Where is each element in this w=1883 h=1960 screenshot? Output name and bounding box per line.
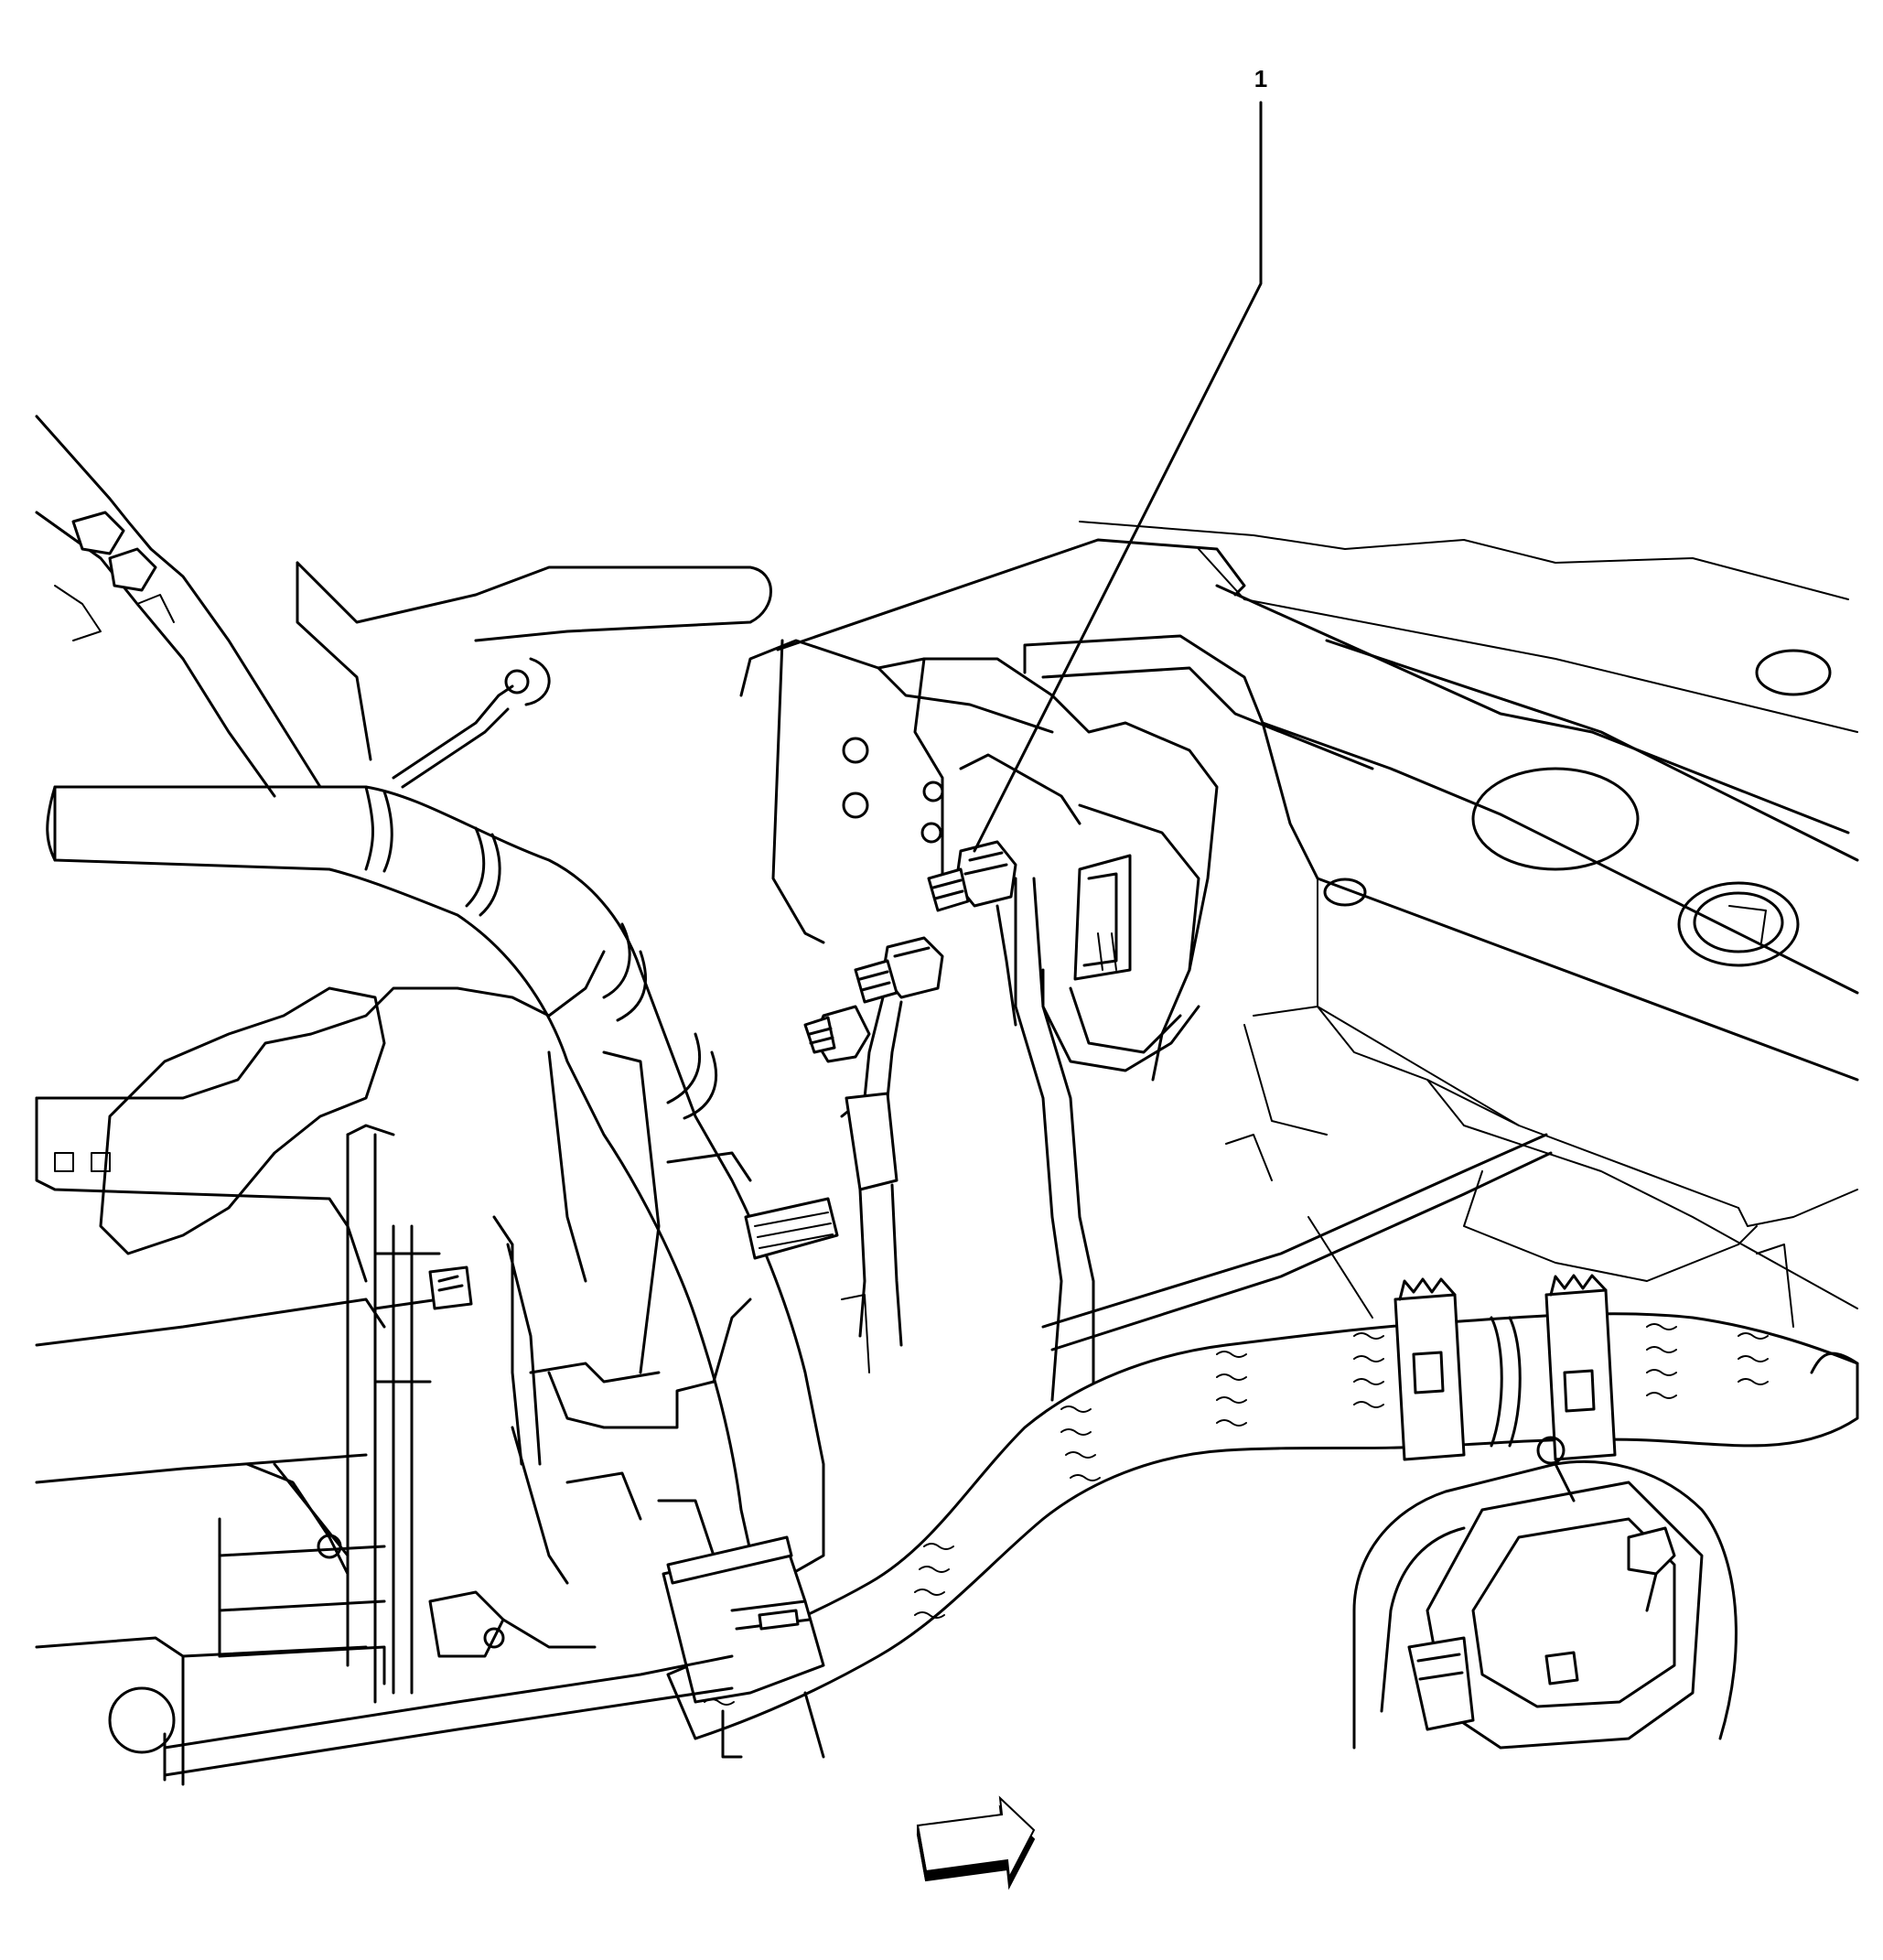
callout-1-leader-line xyxy=(973,101,1263,853)
callout-1-label: 1 xyxy=(1254,65,1267,92)
connector-box xyxy=(1352,1436,1738,1750)
mounting-bracket xyxy=(739,639,1219,1402)
frame-rail xyxy=(1023,634,1859,1328)
lower-cable xyxy=(163,1133,1553,1782)
center-body-panel xyxy=(511,1050,752,1585)
upper-hose xyxy=(46,785,870,1594)
ground-wire xyxy=(840,904,1017,1347)
front-direction-arrow-icon xyxy=(916,1795,1036,1890)
left-panel xyxy=(35,561,772,1786)
upper-left-cable xyxy=(35,415,551,798)
callout-1: 1 xyxy=(973,65,1267,853)
stud-lower-right xyxy=(854,936,944,1004)
stud-lower-left xyxy=(803,1005,871,1063)
stud-upper xyxy=(927,840,1017,912)
cowl-panel xyxy=(776,521,1859,967)
